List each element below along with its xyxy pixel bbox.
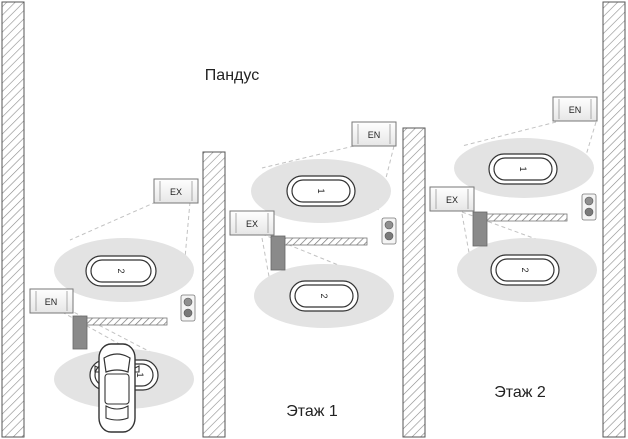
reader-label: EX [246,219,258,229]
reader-floor1-en: EN [351,121,397,147]
right-wall [602,1,626,438]
traffic-light-ramp [180,294,196,322]
reader-floor2-en: EN [552,96,598,122]
loop-floor2-upper: 1 [488,153,558,185]
barrier-floor2 [472,211,568,247]
reader-floor2-ex: EX [429,186,475,212]
car-icon [94,343,140,433]
reader-ramp-ex: EX [153,178,199,204]
label-floor2: Этаж 2 [494,384,546,401]
loop-floor2-lower: 2 [490,254,560,286]
reader-label: EX [446,195,458,205]
label-ramp: Пандус [205,67,259,84]
reader-label: EN [45,297,58,307]
label-floor1: Этаж 1 [286,403,338,420]
reader-ramp-en: EN [29,288,74,314]
barrier-ramp [72,315,168,350]
loop-number: 1 [316,188,326,193]
wall-floor1-floor2 [402,127,426,438]
barrier-floor1 [270,235,368,271]
reader-label: EN [569,105,582,115]
reader-label: EN [368,130,381,140]
reader-label: EX [170,187,182,197]
traffic-light-floor2 [581,193,597,221]
loop-number: 2 [116,268,126,273]
loop-ramp-upper: 2 [85,255,157,287]
traffic-light-floor1 [381,217,397,245]
left-wall [1,1,25,438]
loop-number: 1 [518,166,528,171]
loop-number: 2 [520,267,530,272]
reader-floor1-ex: EX [229,210,275,236]
loop-number: 1 [135,372,145,377]
loop-floor1-lower: 2 [289,280,359,312]
wall-ramp-floor1 [202,151,226,438]
loop-number: 2 [319,293,329,298]
loop-floor1-upper: 1 [286,175,356,207]
